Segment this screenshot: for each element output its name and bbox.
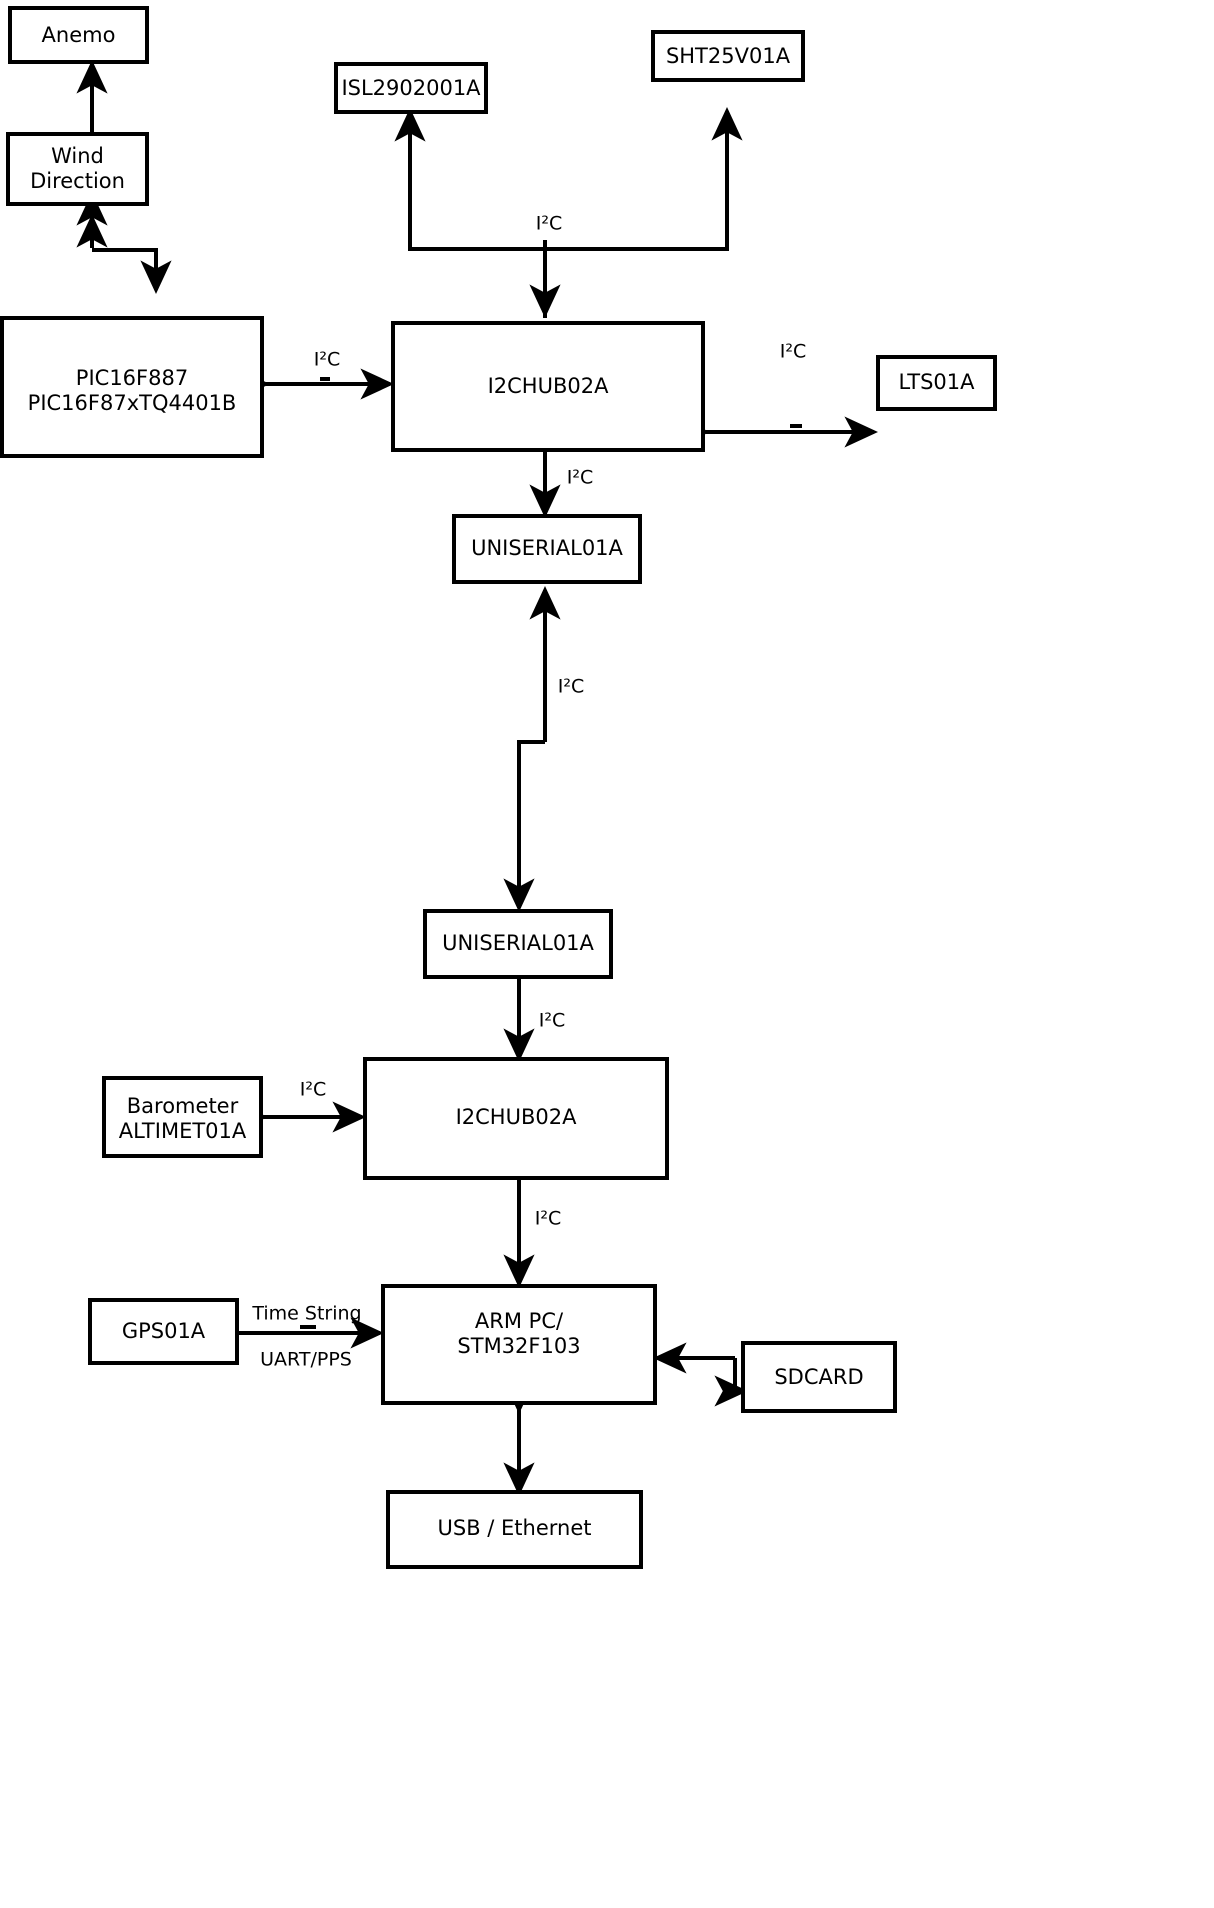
node-pic16f887[interactable]: PIC16F887 PIC16F87xTQ4401B bbox=[0, 316, 264, 458]
edge-label-i2c-baro-hub: I²C bbox=[300, 1079, 327, 1101]
edge-label-uart-pps: UART/PPS bbox=[260, 1349, 352, 1371]
node-barometer-label-line1: Barometer bbox=[127, 1094, 239, 1118]
node-sdcard-label: SDCARD bbox=[774, 1365, 863, 1389]
node-usb-ethernet[interactable]: USB / Ethernet bbox=[386, 1490, 643, 1569]
edge-pic-wind bbox=[76, 214, 172, 294]
node-anemo-label: Anemo bbox=[42, 23, 116, 47]
edge-pic-hubtop bbox=[236, 368, 394, 400]
node-wind-direction[interactable]: Wind Direction bbox=[6, 132, 149, 206]
edge-label-i2c-hub-top-bus: I²C bbox=[536, 213, 563, 235]
node-sht25v01a[interactable]: SHT25V01A bbox=[651, 30, 805, 82]
edge-hubtop-isl bbox=[394, 108, 547, 318]
node-pic16f887-label-line1: PIC16F887 bbox=[76, 366, 188, 390]
node-arm-pc[interactable]: ARM PC/ STM32F103 bbox=[381, 1284, 657, 1405]
node-pic16f887-label-line2: PIC16F87xTQ4401B bbox=[28, 391, 237, 415]
node-i2chub02a-bottom-label: I2CHUB02A bbox=[456, 1105, 578, 1129]
node-barometer-label-line2: ALTIMET01A bbox=[119, 1119, 247, 1143]
node-uniserial01a-top[interactable]: UNISERIAL01A bbox=[452, 514, 642, 584]
node-i2chub02a-top[interactable]: I2CHUB02A bbox=[391, 321, 705, 452]
node-sdcard[interactable]: SDCARD bbox=[741, 1341, 897, 1413]
node-i2chub02a-top-label: I2CHUB02A bbox=[488, 374, 610, 398]
node-uniserial01a-bottom-label: UNISERIAL01A bbox=[442, 931, 594, 955]
edge-hubtop-lts bbox=[676, 416, 878, 448]
node-barometer-altimet01a[interactable]: Barometer ALTIMET01A bbox=[102, 1076, 263, 1158]
node-wind-direction-label-line2: Direction bbox=[30, 169, 125, 193]
edge-label-i2c-uniserial-hub-bottom: I²C bbox=[539, 1010, 566, 1032]
edge-hubtop-sht bbox=[529, 107, 743, 318]
edge-label-time-string: Time String bbox=[251, 1303, 361, 1325]
node-wind-direction-label-line1: Wind bbox=[51, 144, 104, 168]
edge-unitop-unibot bbox=[503, 586, 561, 912]
edge-label-i2c-pic-hub: I²C bbox=[314, 349, 341, 371]
node-sht25v01a-label: SHT25V01A bbox=[666, 44, 791, 68]
node-isl2902001a[interactable]: ISL2902001A bbox=[334, 62, 488, 114]
node-gps01a-label: GPS01A bbox=[122, 1319, 206, 1343]
edge-label-i2c-uniserial-link: I²C bbox=[558, 676, 585, 698]
edge-label-i2c-hub-lts: I²C bbox=[780, 341, 807, 363]
edge-label-i2c-hub-arm: I²C bbox=[535, 1208, 562, 1230]
node-uniserial01a-top-label: UNISERIAL01A bbox=[471, 536, 623, 560]
node-lts01a[interactable]: LTS01A bbox=[876, 355, 997, 411]
node-i2chub02a-bottom[interactable]: I2CHUB02A bbox=[363, 1057, 669, 1180]
edge-label-i2c-hub-uniserial-top: I²C bbox=[567, 467, 594, 489]
node-isl2902001a-label: ISL2902001A bbox=[341, 76, 481, 100]
node-arm-pc-label-line1: ARM PC/ bbox=[475, 1309, 564, 1333]
edge-arm-sdcard bbox=[653, 1342, 748, 1407]
node-lts01a-label: LTS01A bbox=[898, 370, 975, 394]
node-arm-pc-label-line2: STM32F103 bbox=[457, 1334, 580, 1358]
node-gps01a[interactable]: GPS01A bbox=[88, 1298, 239, 1365]
node-uniserial01a-bottom[interactable]: UNISERIAL01A bbox=[423, 909, 613, 979]
node-anemo[interactable]: Anemo bbox=[8, 6, 149, 64]
node-usb-ethernet-label: USB / Ethernet bbox=[438, 1516, 592, 1540]
edge-gps-arm bbox=[238, 1317, 384, 1349]
